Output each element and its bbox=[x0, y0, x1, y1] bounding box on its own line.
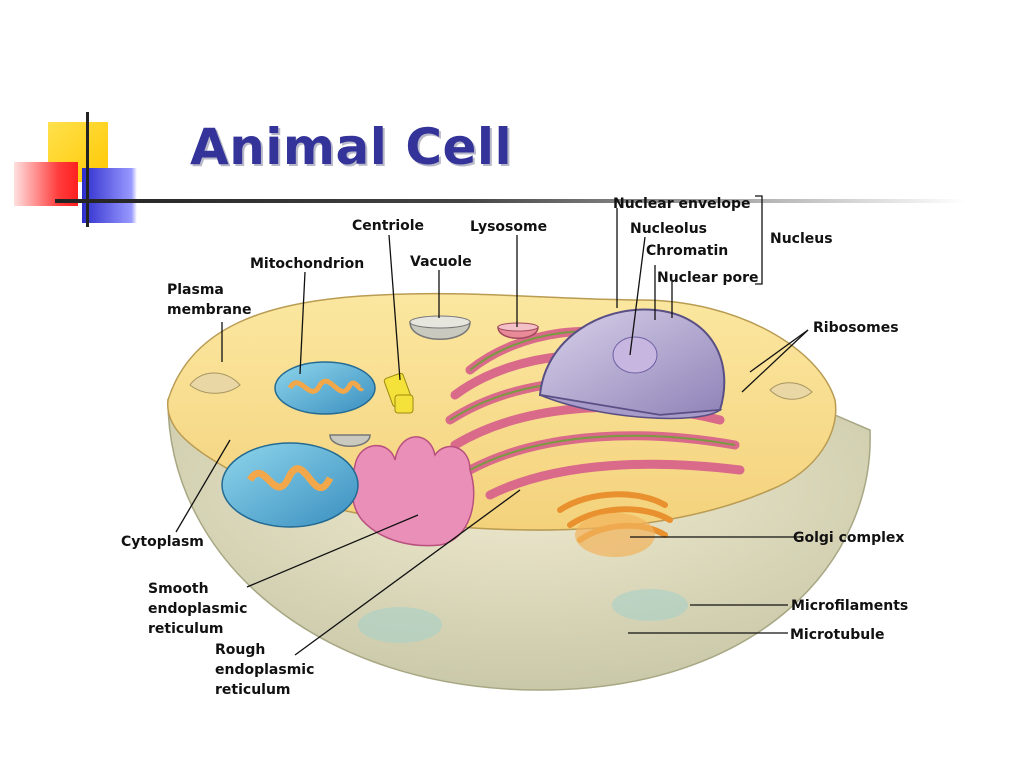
label-centriole: Centriole bbox=[352, 218, 424, 234]
leader-lines bbox=[175, 195, 809, 656]
label-smooth-er-line3: reticulum bbox=[148, 621, 224, 637]
label-microtubule: Microtubule bbox=[790, 627, 885, 643]
slide-title: Animal Cell bbox=[190, 118, 513, 176]
label-nucleolus: Nucleolus bbox=[630, 221, 707, 237]
label-rough-er-line3: reticulum bbox=[215, 682, 291, 698]
label-mitochondrion: Mitochondrion bbox=[250, 256, 364, 272]
label-cytoplasm: Cytoplasm bbox=[121, 534, 204, 550]
label-microfilaments: Microfilaments bbox=[791, 598, 908, 614]
label-smooth-er-line1: Smooth bbox=[148, 581, 209, 597]
label-rough-er-line1: Rough bbox=[215, 642, 265, 658]
deco-blue-square bbox=[82, 168, 137, 223]
label-golgi-complex: Golgi complex bbox=[793, 530, 904, 546]
label-nuclear-envelope: Nuclear envelope bbox=[613, 196, 751, 212]
nucleolus-shape bbox=[612, 336, 658, 374]
membrane-fold-right bbox=[769, 382, 813, 400]
title-divider-line bbox=[55, 199, 965, 203]
lysosome-rim bbox=[497, 322, 539, 332]
centriole-shape bbox=[383, 372, 414, 414]
vacuole-small bbox=[329, 434, 371, 447]
label-nuclear-pore: Nuclear pore bbox=[657, 270, 759, 286]
inner-organelle-right bbox=[612, 589, 688, 621]
label-nucleus: Nucleus bbox=[770, 231, 833, 247]
mitochondrion-upper bbox=[274, 361, 376, 415]
deco-vertical-line bbox=[86, 112, 89, 227]
vacuole-rim bbox=[409, 315, 471, 329]
label-smooth-er-line2: endoplasmic bbox=[148, 601, 247, 617]
smooth-er bbox=[351, 436, 475, 547]
label-rough-er-line2: endoplasmic bbox=[215, 662, 314, 678]
deco-red-square bbox=[14, 162, 78, 206]
label-lysosome: Lysosome bbox=[470, 219, 547, 235]
label-plasma-membrane-line1: Plasma bbox=[167, 282, 224, 298]
label-ribosomes: Ribosomes bbox=[813, 320, 899, 336]
inner-organelle-left bbox=[358, 607, 442, 643]
label-chromatin: Chromatin bbox=[646, 243, 728, 259]
mitochondrion-lower bbox=[221, 442, 359, 528]
golgi-body bbox=[575, 513, 655, 557]
membrane-fold-left bbox=[189, 372, 241, 394]
label-vacuole: Vacuole bbox=[410, 254, 472, 270]
label-plasma-membrane-line2: membrane bbox=[167, 302, 252, 318]
